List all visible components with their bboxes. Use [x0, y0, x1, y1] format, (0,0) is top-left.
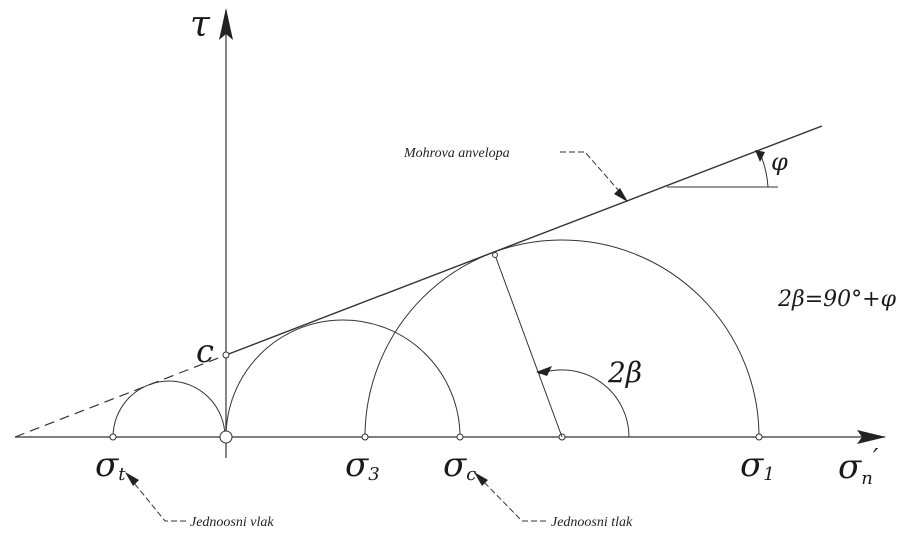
phi-label: φ [771, 148, 788, 176]
cohesion-label: c [196, 332, 214, 370]
sigma-axis-arrow-icon [857, 430, 886, 444]
circle-uniaxial-tension [112, 380, 226, 438]
beta-angle-label: 2β [607, 356, 642, 389]
mohr-envelope-line [225, 125, 823, 356]
circle-uniaxial-compression [225, 319, 461, 438]
uniaxial-tension-label: Jednoosni vlak [190, 515, 274, 530]
beta-angle-arc [538, 369, 630, 438]
beta-arrow-icon [536, 366, 552, 376]
envelope-leader-arrow-icon [614, 188, 628, 202]
point-sigma-1 [755, 433, 763, 441]
sigma-n-axis-label: σn′ [838, 444, 879, 489]
envelope-extension-dashed [14, 354, 227, 438]
uniaxial-compression-label: Jednoosni tlak [551, 515, 633, 530]
point-cohesion [222, 351, 230, 359]
compression-leader-arrow-icon [474, 472, 488, 486]
phi-arrow-icon [755, 150, 765, 162]
tension-leader-line [129, 477, 186, 522]
sigma-1-label: σ1 [740, 445, 775, 485]
sigma-t-label: σt [95, 445, 126, 485]
envelope-leader-line [560, 151, 627, 200]
sigma-c-label: σc [443, 445, 476, 485]
sigma-3-label: σ3 [345, 445, 380, 485]
radius-to-tangent [494, 254, 563, 438]
circle-triaxial [364, 239, 760, 438]
tau-axis-label: τ [190, 4, 211, 45]
tangent-point [492, 252, 498, 258]
tau-axis-arrow-icon [219, 8, 233, 40]
point-sigma-t [109, 433, 117, 441]
point-sigma-3 [361, 433, 369, 441]
compression-leader-line [479, 477, 546, 522]
origin-point [219, 430, 233, 444]
tension-leader-arrow-icon [125, 472, 139, 486]
point-sigma-c [456, 433, 464, 441]
envelope-label: Mohrova anvelopa [403, 146, 510, 161]
formula-label: 2β=90°+φ [777, 287, 897, 312]
